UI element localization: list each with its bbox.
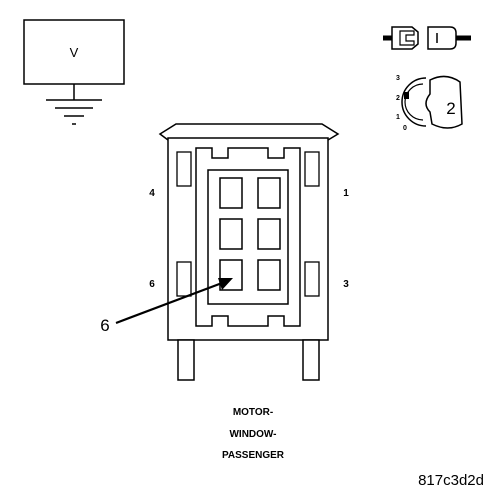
ignition-position-2: 2: [396, 95, 400, 102]
figure-code: 817c3d2d: [418, 472, 484, 489]
connector-rib-lower-right: [304, 261, 320, 297]
connector-rib-lower-left: [176, 261, 192, 297]
voltmeter: V: [23, 19, 125, 125]
key-icon: [425, 75, 463, 129]
title-line-3: PASSENGER: [222, 450, 285, 461]
terminal-cavity-2: [257, 218, 281, 250]
callout-arrow: [115, 278, 233, 325]
connector-rib-upper-left: [176, 151, 192, 187]
connector-leg-right: [302, 339, 320, 381]
ignition-position-0: 0: [403, 125, 407, 132]
ignition-position-1: 1: [396, 114, 400, 121]
connector-rib-upper-right: [304, 151, 320, 187]
lock-cylinder-icon: [401, 77, 427, 127]
callout-pin-number: 6: [100, 316, 109, 335]
arrowhead-icon: [218, 278, 233, 290]
ignition-switch-icon: 3 2 1 0 2: [396, 75, 463, 132]
terminal-cavity-4: [219, 177, 243, 209]
terminal-cavity-5: [219, 218, 243, 250]
ignition-position-3: 3: [396, 75, 400, 82]
terminal-cavity-1: [257, 177, 281, 209]
ground-icon: [46, 99, 102, 125]
pin-label-1: 1: [343, 188, 349, 199]
pin-label-6: 6: [149, 279, 155, 290]
pin-label-4: 4: [149, 188, 155, 199]
voltmeter-letter: V: [70, 45, 79, 60]
connector-disconnected-icon: [383, 26, 471, 50]
voltmeter-body: [23, 19, 125, 85]
component-title: MOTOR- WINDOW- PASSENGER: [222, 407, 285, 461]
key-position-number: 2: [446, 99, 455, 118]
pin-label-3: 3: [343, 279, 349, 290]
connector-leg-left: [177, 339, 195, 381]
title-line-1: MOTOR-: [233, 407, 273, 418]
title-line-2: WINDOW-: [229, 429, 276, 440]
terminal-cavity-3: [257, 259, 281, 291]
window-motor-connector: [158, 123, 340, 381]
